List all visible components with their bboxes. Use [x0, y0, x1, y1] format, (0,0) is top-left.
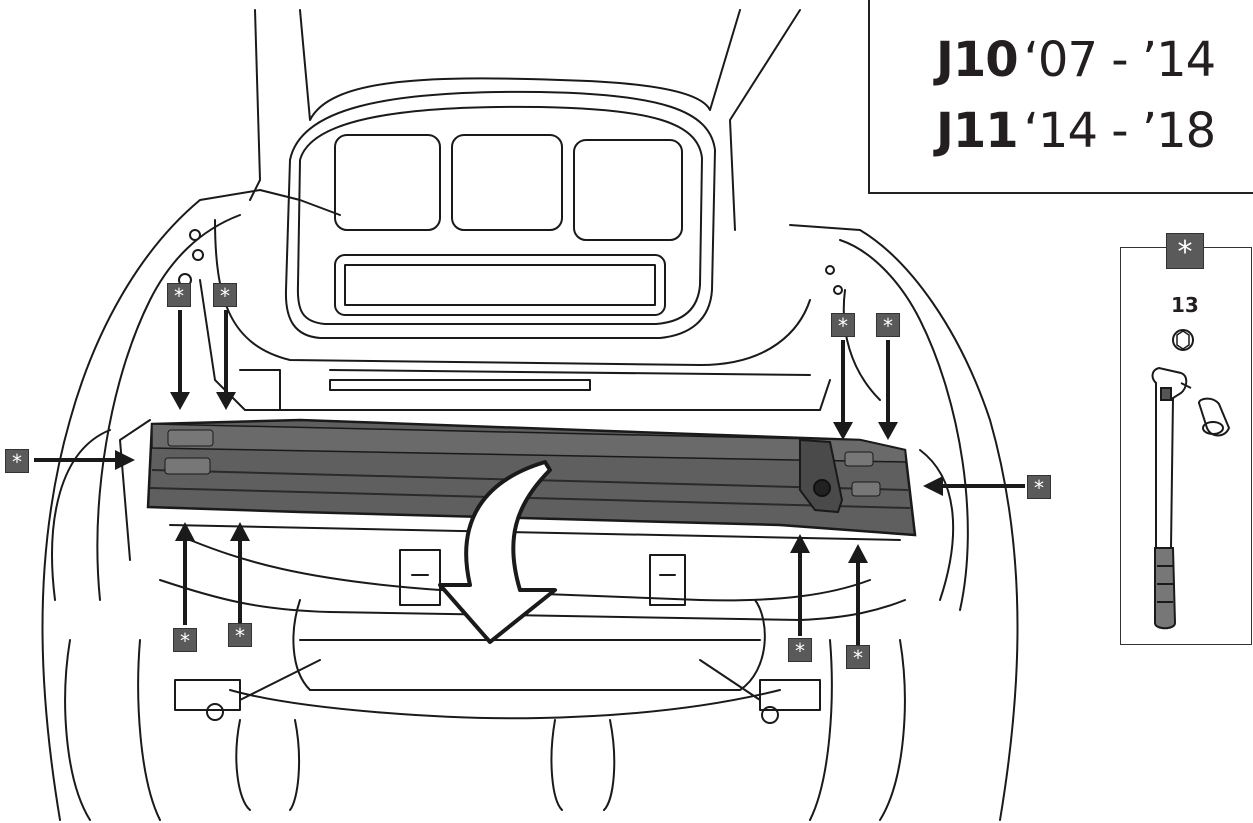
fastener-arrow-side-left	[34, 450, 135, 470]
open-tailgate	[249, 9, 801, 339]
fastener-marker: *	[174, 629, 196, 653]
socket-size-label: 13	[1171, 293, 1199, 317]
model-year-box: J10‘07 - ’14 J11‘14 - ’18	[868, 0, 1253, 194]
fastener-marker: *	[229, 624, 251, 648]
ratchet-wrench-icon	[1151, 329, 1231, 630]
tire-left	[64, 639, 300, 821]
fastener-arrow-bottom-right-2	[848, 544, 868, 645]
fastener-arrow-bottom-right-1	[790, 534, 810, 636]
fastener-marker: *	[214, 284, 236, 308]
tire-right	[550, 639, 906, 821]
fastener-marker: *	[6, 450, 28, 474]
fastener-marker: *	[832, 314, 854, 338]
suspension-parts	[174, 659, 821, 724]
fastener-arrow-top-left-2	[216, 310, 236, 410]
model-code: J11	[936, 103, 1019, 159]
car-body-outline	[41, 189, 1019, 821]
fastener-marker: *	[1028, 476, 1050, 500]
tool-marker: *	[1167, 234, 1203, 270]
fastener-arrow-top-left-1	[170, 310, 190, 410]
removal-direction-arrow	[438, 460, 557, 644]
fastener-arrow-bottom-left-1	[175, 522, 195, 625]
model-line-j10: J10‘07 - ’14	[936, 32, 1217, 88]
tool-legend-box: * 13	[1120, 234, 1252, 645]
fastener-arrow-top-right-2	[878, 340, 898, 440]
fastener-marker: *	[789, 639, 811, 663]
fastener-marker: *	[877, 314, 899, 338]
model-years: ‘14 - ’18	[1023, 103, 1217, 159]
model-code: J10	[936, 32, 1019, 88]
fastener-marker: *	[847, 646, 869, 670]
fastener-arrow-bottom-left-2	[230, 522, 250, 625]
model-years: ‘07 - ’14	[1023, 32, 1217, 88]
fastener-marker: *	[168, 284, 190, 308]
model-line-j11: J11‘14 - ’18	[936, 103, 1217, 159]
fastener-arrow-side-right	[923, 476, 1025, 496]
fastener-arrow-top-right-1	[833, 340, 853, 440]
trunk-opening	[178, 219, 881, 411]
